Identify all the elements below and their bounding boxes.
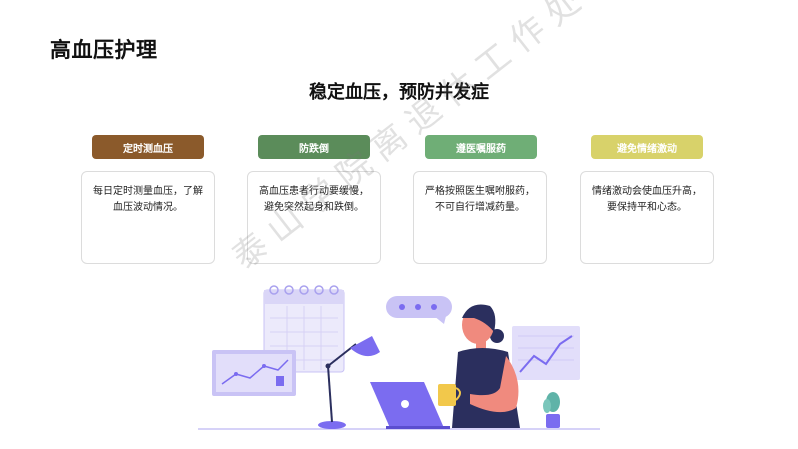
plant-icon xyxy=(543,392,560,428)
card-label-text: 定时测血压 xyxy=(123,143,173,155)
card-body-medication: 严格按照医生嘱咐服药，不可自行增减药量。 xyxy=(413,171,547,264)
card-body-text: 每日定时测量血压，了解血压波动情况。 xyxy=(93,186,203,213)
coffee-cup-icon xyxy=(438,384,461,406)
card-body-emotion: 情绪激动会使血压升高，要保持平和心态。 xyxy=(580,171,714,264)
card-label-text: 避免情绪激动 xyxy=(617,143,677,155)
card-label-text: 防跌倒 xyxy=(299,143,329,155)
card-body-text: 高血压患者行动要缓慢，避免突然起身和跌倒。 xyxy=(259,186,369,213)
card-label-text: 遵医嘱服药 xyxy=(456,143,506,155)
card-label-fall-prevention: 防跌倒 xyxy=(258,135,370,159)
chat-bubble-icon xyxy=(386,296,452,324)
card-label-medication: 遵医嘱服药 xyxy=(425,135,537,159)
chart-board-icon xyxy=(212,350,296,396)
card-label-emotion: 避免情绪激动 xyxy=(591,135,703,159)
card-body-text: 严格按照医生嘱咐服药，不可自行增减药量。 xyxy=(425,186,535,213)
card-body-fall-prevention: 高血压患者行动要缓慢，避免突然起身和跌倒。 xyxy=(247,171,381,264)
laptop-icon xyxy=(370,382,450,429)
slide-subtitle: 稳定血压，预防并发症 xyxy=(309,82,489,103)
card-body-text: 情绪激动会使血压升高，要保持平和心态。 xyxy=(592,186,702,213)
trend-chart-icon xyxy=(512,326,580,380)
card-label-blood-pressure: 定时测血压 xyxy=(92,135,204,159)
page-title: 高血压护理 xyxy=(50,38,158,62)
card-body-blood-pressure: 每日定时测量血压，了解血压波动情况。 xyxy=(81,171,215,264)
person-figure xyxy=(452,304,520,428)
desk-lamp-icon xyxy=(318,336,380,429)
